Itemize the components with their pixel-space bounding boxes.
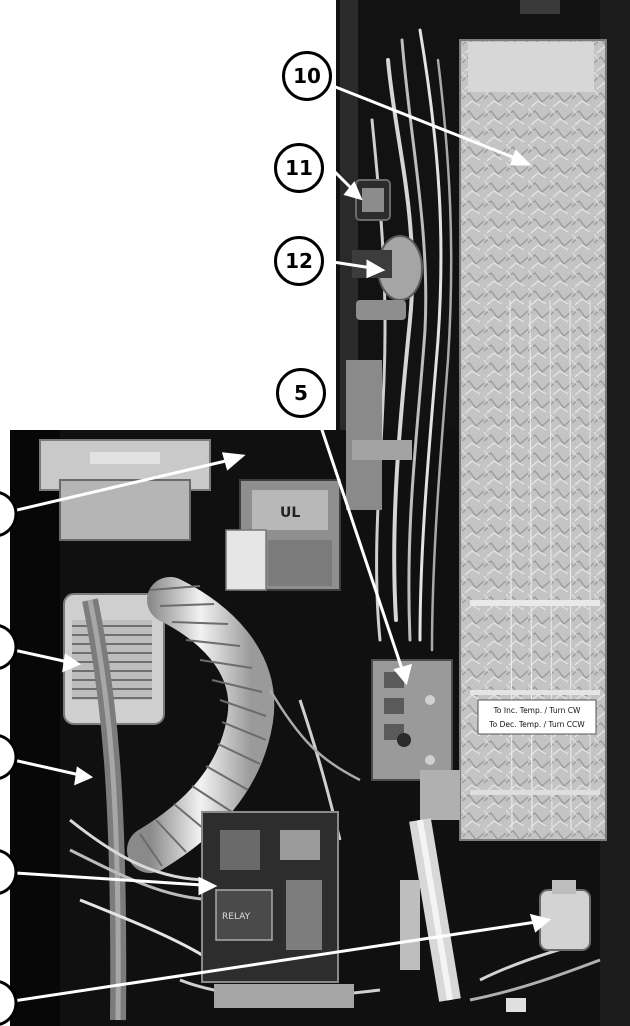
solenoid-valve — [400, 880, 591, 1012]
edge-callouts — [0, 491, 18, 1026]
callout-10: 10 — [282, 51, 332, 101]
upper-left-box — [39, 439, 211, 541]
relay-board: RELAY — [201, 811, 354, 1008]
cabinet-left-wall — [10, 430, 60, 1026]
leader-line-left-4 — [0, 870, 203, 887]
transformer-mark: UL — [280, 505, 300, 521]
leader-line-5 — [316, 417, 405, 673]
callout-12-label: 12 — [285, 249, 313, 273]
leader-line-12 — [332, 260, 373, 270]
leader-line-left-1 — [0, 458, 231, 516]
edge-callout-circle-1 — [0, 491, 18, 537]
mount-bracket — [346, 360, 382, 510]
callout-11: 11 — [274, 143, 324, 193]
callout-5: 5 — [276, 368, 326, 418]
blank-overlay — [0, 0, 336, 430]
callout-10-label: 10 — [293, 64, 321, 88]
callout-5-label: 5 — [294, 381, 308, 405]
label-plate-line-1: To Inc. Temp. / Turn CW — [493, 706, 581, 715]
edge-callout-circle-5 — [0, 980, 18, 1026]
thermostat-cluster — [346, 179, 423, 510]
leader-line-10 — [332, 84, 521, 162]
edge-callout-circle-3 — [0, 734, 18, 780]
temperature-label-plate: To Inc. Temp. / Turn CW To Dec. Temp. / … — [477, 699, 597, 735]
edge-callout-circle-4 — [0, 849, 18, 895]
callout-12: 12 — [274, 236, 324, 286]
label-plate-line-2: To Dec. Temp. / Turn CCW — [488, 720, 585, 729]
terminal-block — [371, 659, 460, 820]
coiled-hose — [127, 577, 275, 873]
leader-lines — [0, 84, 552, 1005]
leader-line-left-5 — [0, 920, 537, 1005]
edge-callout-circle-2 — [0, 624, 18, 670]
relay-board-mark: RELAY — [222, 912, 251, 922]
callout-11-label: 11 — [285, 156, 313, 180]
transformer: UL — [225, 479, 341, 591]
